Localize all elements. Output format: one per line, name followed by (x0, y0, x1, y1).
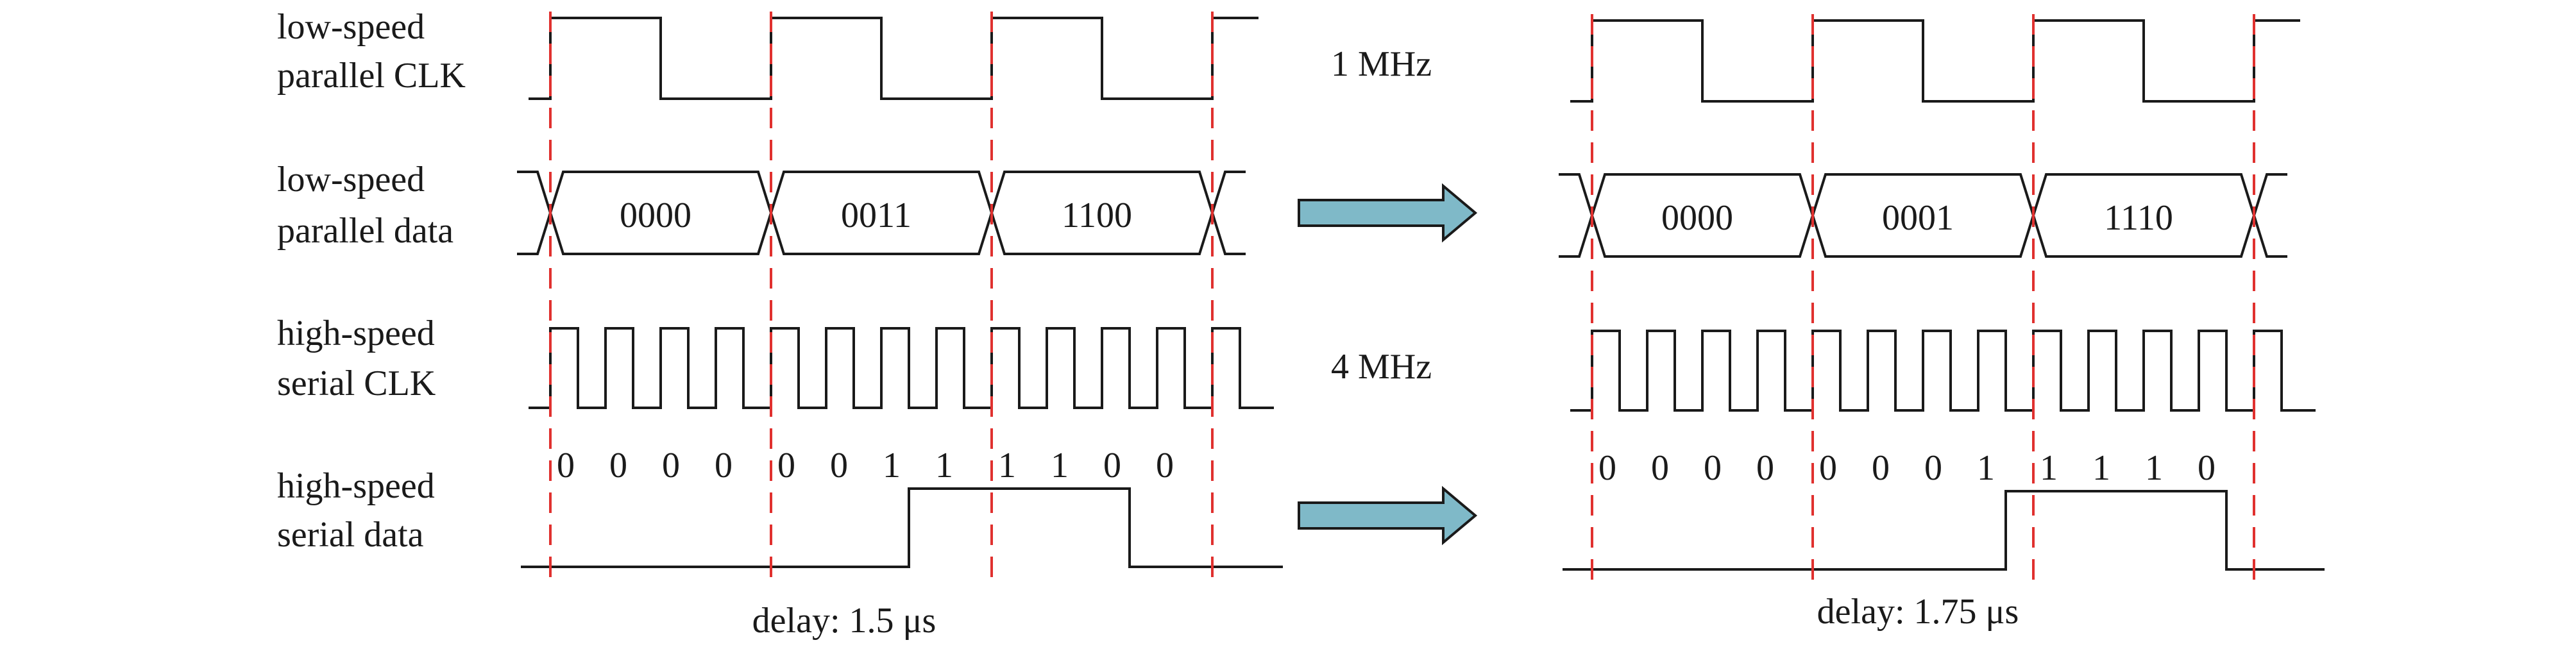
frequency-low-label: 1 MHz (1331, 44, 1432, 84)
label-high-serial-clk-2: serial CLK (277, 364, 436, 403)
label-low-parallel-clk-2: parallel CLK (277, 56, 466, 96)
label-high-serial-data-1: high-speed (277, 466, 435, 506)
p1-bit: 1 (1051, 446, 1069, 485)
p1-word-1: 0000 (620, 196, 691, 235)
p2-bit: 1 (2145, 448, 2163, 488)
label-low-parallel-data-1: low-speed (277, 160, 425, 199)
p1-bit: 0 (609, 446, 627, 485)
p2-bit: 0 (1819, 448, 1837, 488)
p2-word-2: 0001 (1882, 198, 1954, 238)
arrow-icon-bottom (1298, 485, 1478, 546)
p1-bit: 0 (1156, 446, 1174, 485)
p1-delay-caption: delay: 1.5 μs (752, 601, 936, 641)
frequency-high-label: 4 MHz (1331, 347, 1432, 387)
p1-parallel-clk-waveform (529, 17, 1258, 100)
p1-bit: 0 (662, 446, 680, 485)
label-high-serial-data-2: serial data (277, 515, 424, 555)
p1-bit: 0 (715, 446, 733, 485)
p2-bit: 1 (2092, 448, 2110, 488)
p2-bit: 1 (2040, 448, 2058, 488)
p2-bit: 0 (1598, 448, 1616, 488)
p2-serial-data-waveform (1563, 490, 2325, 571)
p2-bit-labels: 0 0 0 0 0 0 0 1 1 1 1 0 (1598, 448, 2216, 488)
p1-bit: 1 (935, 446, 953, 485)
panel-left: 0000 0011 1100 0 0 0 0 0 0 1 1 1 1 0 0 d… (517, 12, 1283, 641)
panel-right: 0000 0001 1110 0 0 0 0 0 0 0 1 1 1 1 0 d… (1559, 14, 2325, 632)
p1-parallel-data-bus-waveform (517, 171, 1246, 255)
p1-word-2: 0011 (841, 196, 911, 235)
p2-bit: 0 (1872, 448, 1890, 488)
p1-bit: 0 (557, 446, 575, 485)
p1-serial-clk-waveform (529, 327, 1274, 409)
p2-bit: 0 (1651, 448, 1669, 488)
p2-bit: 1 (1977, 448, 1995, 488)
label-low-parallel-data-2: parallel data (277, 211, 453, 251)
arrow-icon-top (1298, 183, 1478, 243)
p2-parallel-clk-waveform (1570, 19, 2300, 103)
p2-bit: 0 (1704, 448, 1722, 488)
p1-serial-data-waveform (521, 487, 1283, 568)
p2-parallel-data-bus-waveform (1559, 173, 2287, 258)
p1-bit: 0 (777, 446, 795, 485)
p1-bit: 1 (998, 446, 1016, 485)
p2-bit: 0 (2198, 448, 2216, 488)
label-high-serial-clk-1: high-speed (277, 314, 435, 353)
p1-bit: 1 (883, 446, 901, 485)
p2-bit: 0 (1924, 448, 1942, 488)
p1-bit-labels: 0 0 0 0 0 0 1 1 1 1 0 0 (557, 446, 1174, 485)
p2-serial-clk-waveform (1570, 330, 2316, 412)
label-low-parallel-clk-1: low-speed (277, 7, 425, 47)
p2-bit: 0 (1756, 448, 1774, 488)
p2-word-3: 1110 (2104, 198, 2173, 238)
p2-word-1: 0000 (1661, 198, 1733, 238)
p1-bit: 0 (1103, 446, 1121, 485)
p2-delay-caption: delay: 1.75 μs (1817, 592, 2019, 632)
p1-word-3: 1100 (1062, 196, 1132, 235)
p1-bit: 0 (830, 446, 848, 485)
